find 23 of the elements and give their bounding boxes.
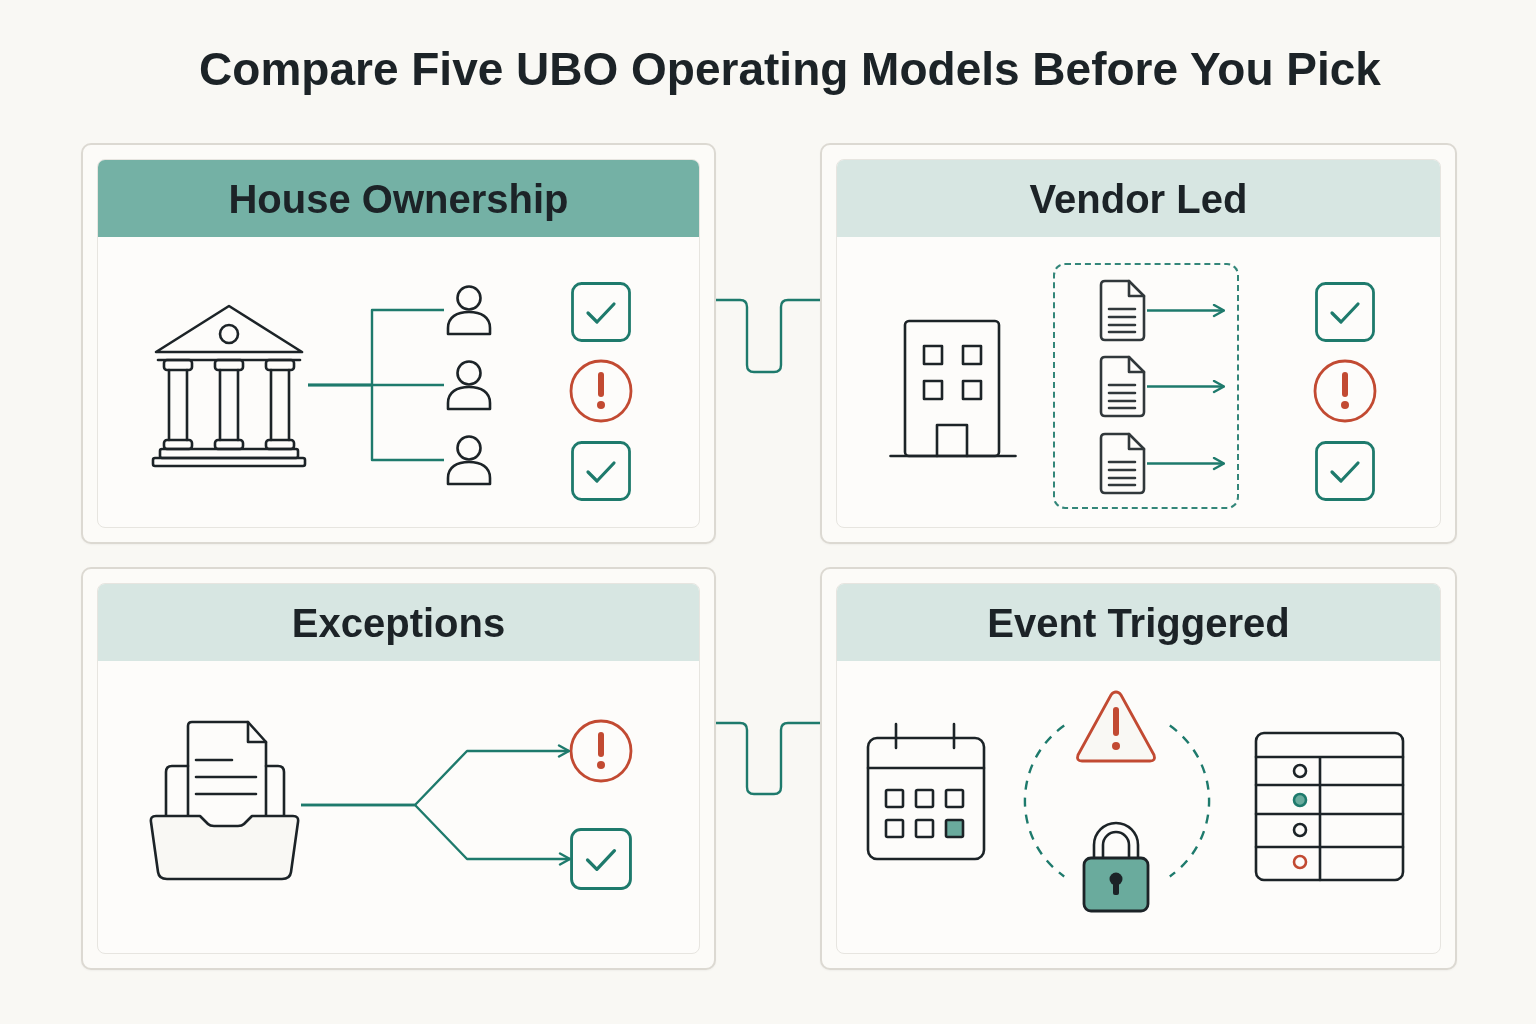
panel-title: Vendor Led — [1029, 175, 1248, 222]
arrow — [1147, 456, 1226, 471]
panel-title: Event Triggered — [987, 599, 1290, 646]
columned-building-icon — [150, 302, 308, 468]
page-title: Compare Five UBO Operating Models Before You Pick — [199, 42, 1381, 97]
person-icon — [444, 284, 494, 336]
arrow — [301, 803, 572, 866]
arrow — [1147, 379, 1226, 394]
document-icon — [1097, 279, 1147, 342]
connector-line — [716, 298, 820, 374]
panel-title: Exceptions — [291, 599, 506, 646]
person-icon — [444, 359, 494, 411]
checked-box-icon — [570, 828, 632, 890]
person-icon — [444, 434, 494, 486]
document-tray-icon — [148, 720, 301, 882]
connector-line — [308, 383, 444, 462]
document-icon — [1097, 432, 1147, 495]
connector-line — [716, 721, 820, 796]
document-icon — [1097, 355, 1147, 418]
dashed-group-box — [1053, 263, 1239, 509]
arrow — [1147, 303, 1226, 318]
panel-title: House Ownership — [228, 175, 569, 222]
exclamation-circle-icon — [569, 719, 633, 783]
